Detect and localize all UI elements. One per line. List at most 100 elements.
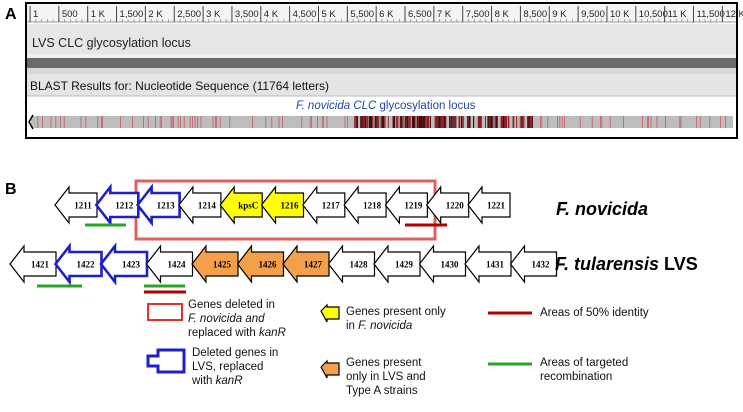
gene-label: 1211 (74, 201, 92, 211)
gene-label: 1424 (168, 260, 187, 270)
alignment-mismatch-mark (407, 116, 409, 128)
species-label-novicida: F. novicida (556, 199, 648, 220)
alignment-mismatch-mark (420, 116, 422, 128)
alignment-mismatch-mark (423, 116, 426, 128)
alignment-mismatch-mark (503, 116, 505, 128)
alignment-mismatch-mark (42, 116, 43, 128)
alignment-mismatch-mark (489, 116, 491, 128)
alignment-mismatch-mark (507, 116, 510, 128)
gene-label: 1427 (304, 260, 323, 270)
alignment-mismatch-mark (609, 116, 611, 128)
gene-label: 1432 (532, 260, 551, 270)
gene-label: 1220 (446, 201, 465, 211)
ruler-tick-label: 10 K (610, 9, 630, 20)
legend-identity: Areas of 50% identity (540, 306, 649, 320)
legend-recombination: Areas of targeted recombination (540, 356, 628, 384)
alignment-mismatch-mark (417, 116, 420, 128)
alignment-mismatch-mark (372, 116, 374, 128)
alignment-mismatch-mark (439, 116, 441, 128)
alignment-mismatch-mark (559, 116, 561, 128)
legend-line: with kanR (192, 375, 243, 387)
alignment-mismatch-mark (393, 116, 396, 128)
alignment-mismatch-mark (361, 116, 363, 128)
alignment-mismatch-mark (50, 116, 52, 128)
alignment-mismatch-mark (408, 116, 410, 128)
alignment-label: F. novicida CLC glycosylation locus (296, 100, 475, 112)
legend-deleted-novicida: Genes deleted in F. novicida and replace… (188, 298, 286, 340)
panel-b-label: B (5, 181, 17, 198)
blast-results-title: BLAST Results for: Nucleotide Sequence (… (30, 79, 330, 93)
ruler-tick-label: 1,500 (120, 9, 144, 20)
alignment-mismatch-mark (97, 116, 99, 128)
ruler-tick-label: 4,500 (293, 9, 317, 20)
alignment-mismatch-mark (650, 116, 652, 128)
species-label-lvs: F. tularensis LVS (555, 254, 698, 275)
alignment-mismatch-mark (60, 116, 61, 128)
alignment-mismatch-mark (355, 116, 358, 128)
alignment-mismatch-mark (366, 116, 368, 128)
alignment-mismatch-mark (485, 116, 486, 128)
panel-a-label: A (5, 6, 17, 23)
alignment-mismatch-mark (396, 116, 398, 128)
legend-line: replaced with kanR (188, 327, 286, 339)
alignment-mismatch-mark (419, 116, 421, 128)
ruler-tick-label: 2 K (148, 9, 163, 20)
alignment-mismatch-mark (265, 116, 267, 128)
alignment-mismatch-mark (427, 116, 430, 128)
alignment-mismatch-mark (443, 116, 445, 128)
alignment-mismatch-mark (656, 116, 658, 128)
alignment-mismatch-mark (421, 116, 423, 128)
alignment-mismatch-mark (183, 116, 185, 128)
alignment-mismatch-mark (63, 116, 65, 128)
alignment-mismatch-mark (467, 116, 469, 128)
alignment-mismatch-mark (458, 116, 461, 128)
alignment-mismatch-mark (171, 116, 173, 128)
alignment-mismatch-mark (469, 116, 471, 128)
alignment-mismatch-mark (647, 116, 648, 128)
alignment-mismatch-mark (505, 116, 508, 128)
alignment-mismatch-mark (445, 116, 447, 128)
alignment-mismatch-mark (397, 116, 399, 128)
ruler-tick-label: 11 K (668, 9, 688, 20)
alignment-mismatch-mark (522, 116, 524, 128)
alignment-mismatch-marks (37, 116, 726, 128)
ruler-tick-label: 7,500 (466, 9, 490, 20)
ruler-tick-label: 9,500 (581, 9, 605, 20)
alignment-mismatch-mark (354, 116, 356, 128)
alignment-mismatch-mark (200, 116, 202, 128)
gene-label: 1216 (281, 201, 300, 211)
legend-line: F. novicida and (188, 312, 286, 326)
ruler-tick-label: 10,500 (639, 9, 668, 20)
alignment-mismatch-mark (413, 116, 415, 128)
alignment-mismatch-mark (451, 116, 453, 128)
lvs-track (27, 24, 736, 54)
alignment-mismatch-mark (120, 116, 121, 128)
alignment-mismatch-mark (422, 116, 425, 128)
ruler-tick-label: 5 K (321, 9, 336, 20)
alignment-mismatch-mark (601, 116, 603, 128)
alignment-mismatch-mark (323, 116, 324, 128)
alignment-mismatch-mark (212, 116, 214, 128)
alignment-mismatch-mark (363, 116, 366, 128)
alignment-mismatch-mark (278, 116, 280, 128)
legend-lvs-only: Genes present only in LVS and Type A str… (346, 356, 426, 398)
gene-label: 1422 (77, 260, 96, 270)
alignment-mismatch-mark (362, 116, 365, 128)
alignment-mismatch-mark (85, 116, 87, 128)
alignment-label-rest: glycosylation locus (376, 100, 476, 112)
alignment-mismatch-mark (387, 116, 389, 128)
legend-line: Deleted genes in (192, 347, 279, 359)
alignment-mismatch-mark (516, 116, 518, 128)
alignment-mismatch-mark (540, 116, 541, 128)
alignment-mismatch-mark (500, 116, 502, 128)
alignment-mismatch-mark (401, 116, 402, 128)
alignment-mismatch-mark (679, 116, 681, 128)
legend-line: Genes present (346, 357, 422, 369)
alignment-mismatch-mark (321, 116, 323, 128)
alignment-mismatch-mark (317, 116, 318, 128)
alignment-mismatch-mark (531, 116, 533, 128)
alignment-mismatch-mark (369, 116, 372, 128)
